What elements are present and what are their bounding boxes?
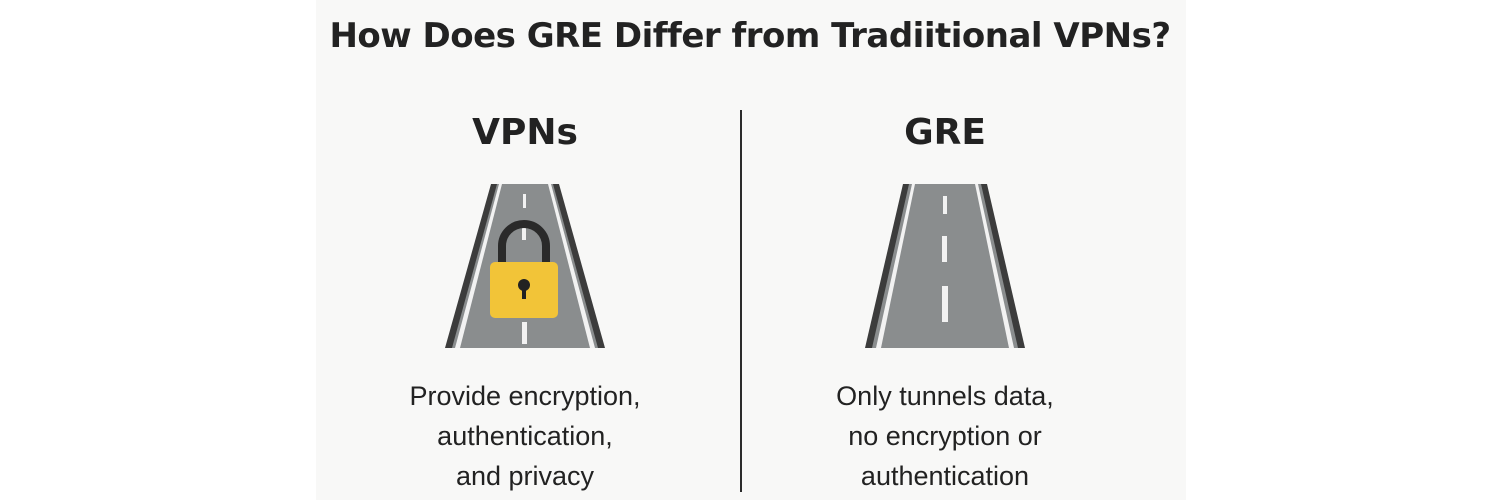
gre-description: Only tunnels data, no encryption or auth… [795,376,1095,496]
gre-heading: GRE [904,112,986,153]
column-divider [740,110,742,492]
vpn-description: Provide encryption, authentication, and … [375,376,675,496]
vpn-heading: VPNs [472,112,578,153]
road-line-left [455,184,502,348]
gre-description-line: Only tunnels data, [836,381,1054,411]
road-center-dash [942,236,947,262]
background-panel [316,0,1186,500]
road-center-dash [943,196,947,214]
vpn-description-line: Provide encryption, [409,381,641,411]
road-line-right [975,184,1014,348]
gre-description-line: authentication [860,461,1030,491]
gre-description-line: no encryption or [848,421,1042,451]
keyhole-slot [522,287,526,299]
road-line-right [548,184,595,348]
padlock-shackle [498,220,550,264]
road-center-dash [942,286,948,322]
road-center-dash [522,224,526,240]
road-with-padlock-icon [445,184,605,348]
road-edge-left [445,184,497,348]
road-center-dash [522,322,527,344]
road-edge-right [981,184,1025,348]
road-edge-right [553,184,605,348]
vpn-description-line: authentication, [437,421,613,451]
vpn-column: VPNs Provide encryption, authentication,… [375,0,675,500]
road-edge-left [865,184,909,348]
vpn-description-line: and privacy [455,461,595,491]
road-center-dash [523,194,526,208]
keyhole [518,279,530,291]
open-road-icon [865,184,1025,348]
gre-column: GRE Only tunnels data, no encryption or … [795,0,1095,500]
page-title: How Does GRE Differ from Tradiitional VP… [329,16,1171,56]
road-line-left [876,184,915,348]
